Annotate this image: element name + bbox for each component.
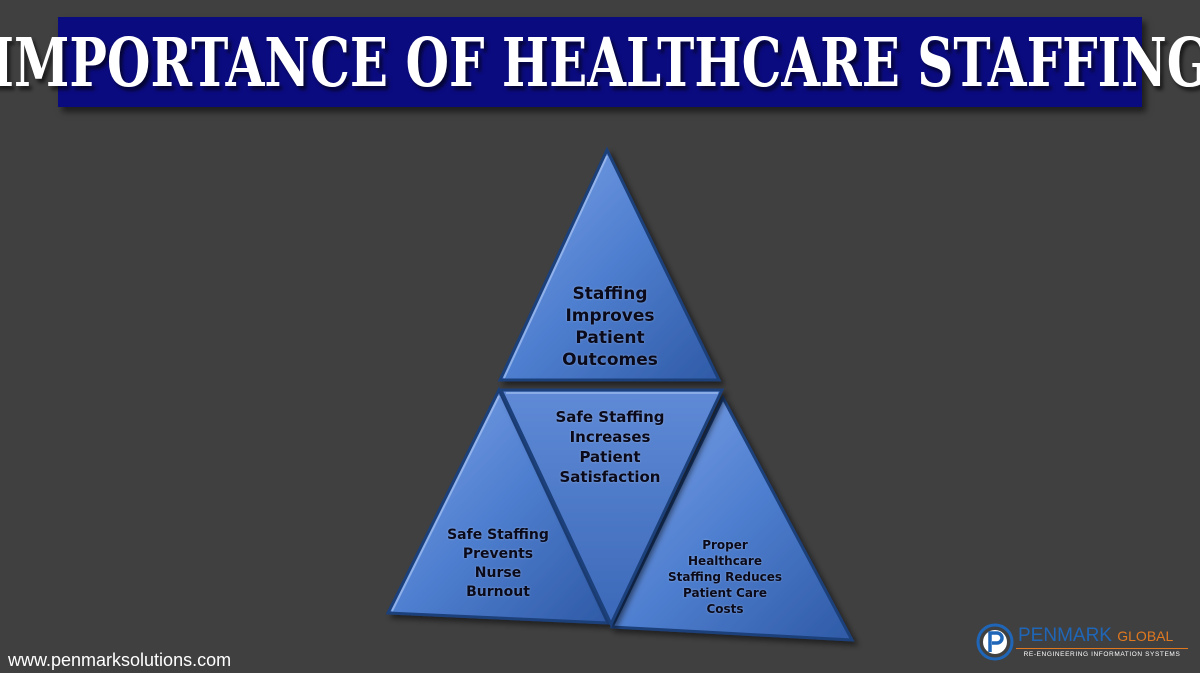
triangle-middle: [498, 388, 725, 628]
triangle-right-label: Proper Healthcare Staffing Reduces Patie…: [667, 538, 783, 616]
logo-suffix: GLOBAL: [1117, 628, 1174, 644]
triangle-right: [609, 394, 855, 642]
logo-tagline: RE-ENGINEERING INFORMATION SYSTEMS: [1016, 648, 1188, 658]
triangle-middle-label: Safe Staffing Increases Patient Satisfac…: [555, 408, 665, 486]
triangle-left: [385, 386, 611, 625]
logo-brand: PENMARK: [1018, 625, 1112, 646]
page-title: IMPORTANCE OF HEALTHCARE STAFFING: [0, 22, 1200, 102]
title-banner: IMPORTANCE OF HEALTHCARE STAFFING: [0, 17, 1200, 107]
triangle-top: [497, 146, 722, 382]
triangle-top-label: Staffing Improves Patient Outcomes: [562, 284, 658, 370]
triangle-left-label: Safe Staffing Prevents Nurse Burnout: [447, 527, 549, 600]
logo-name: PENMARK GLOBAL: [1018, 625, 1173, 647]
website-url[interactable]: www.penmarksolutions.com: [8, 650, 232, 670]
penmark-p-logo-icon: [976, 623, 1014, 661]
penmark-logo: PENMARK GLOBAL RE-ENGINEERING INFORMATIO…: [976, 621, 1190, 667]
